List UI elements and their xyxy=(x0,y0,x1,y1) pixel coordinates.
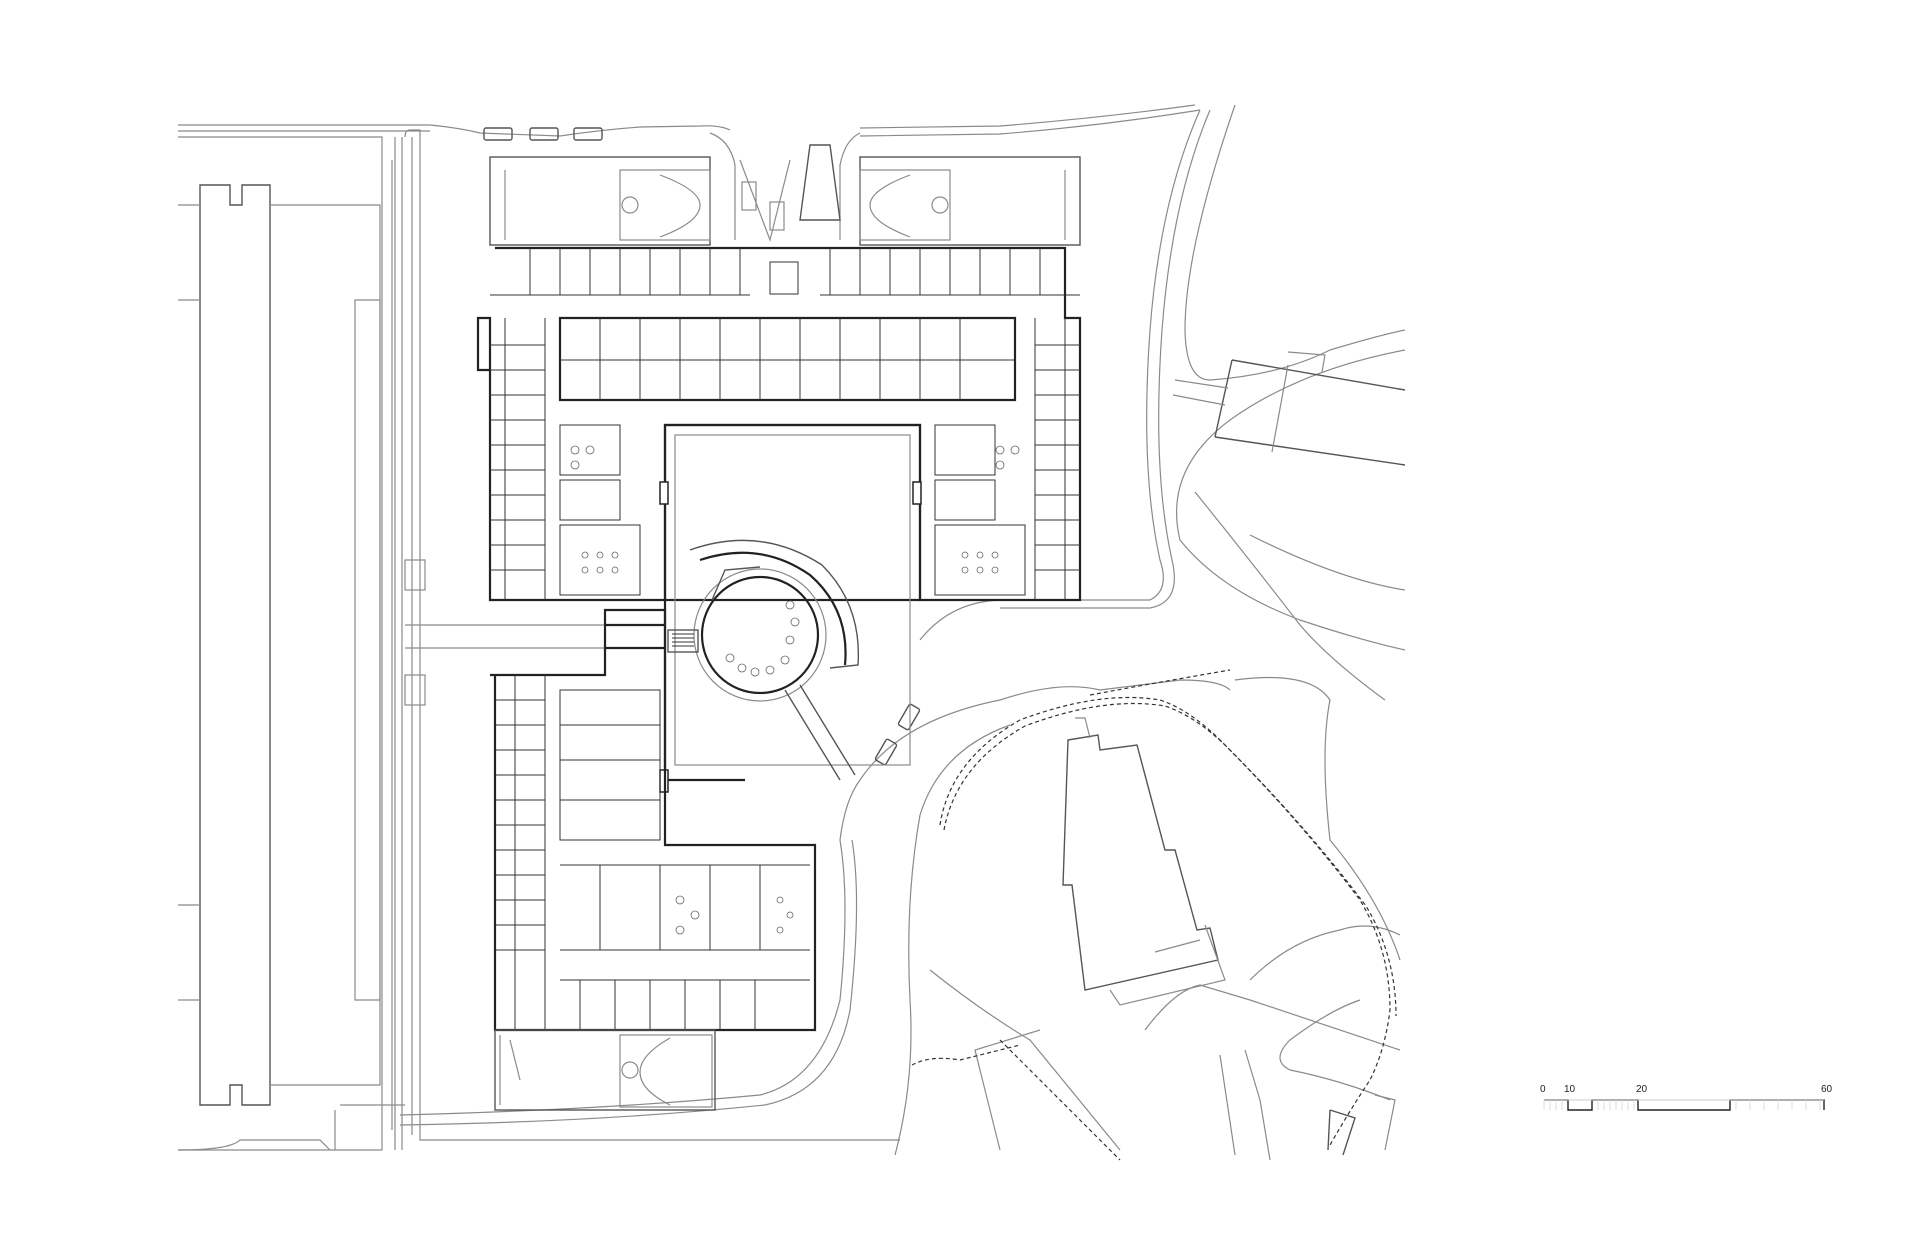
north-courts xyxy=(489,156,1081,246)
scale-bar: 0 10 20 60 xyxy=(1540,1084,1840,1124)
west-building xyxy=(177,136,405,1151)
scale-bar-graphic xyxy=(1543,1099,1825,1111)
roads xyxy=(178,104,1406,1161)
scale-label-20: 20 xyxy=(1636,1084,1648,1095)
main-site-perimeter xyxy=(404,129,900,1141)
south-east-building xyxy=(1062,717,1226,1006)
north-east-building xyxy=(1172,351,1406,466)
scale-label-10: 10 xyxy=(1564,1084,1576,1095)
scale-label-60: 60 xyxy=(1821,1084,1833,1095)
south-court xyxy=(494,1029,716,1111)
north-entrance xyxy=(709,132,861,243)
south-east-minor-structures xyxy=(1327,1094,1396,1156)
vehicles xyxy=(483,127,921,766)
scale-label-0: 0 xyxy=(1540,1084,1546,1095)
utility-lines xyxy=(911,669,1397,1161)
main-building xyxy=(476,246,1082,1032)
